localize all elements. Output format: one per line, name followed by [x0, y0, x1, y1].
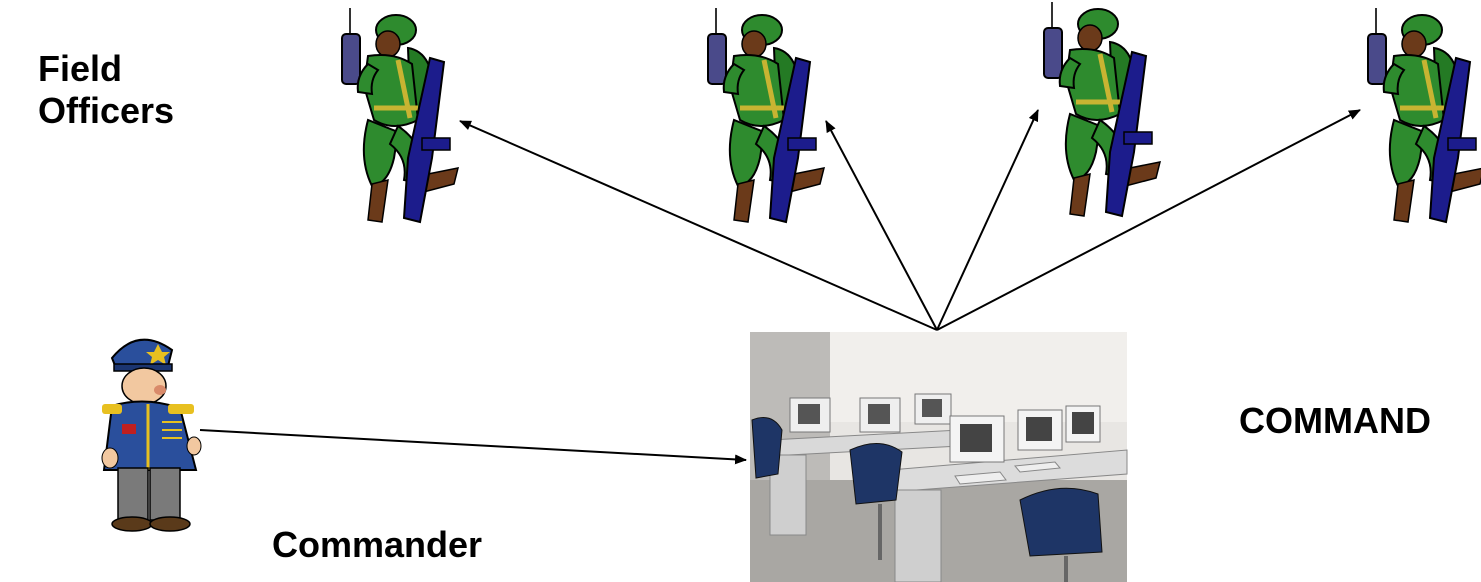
arrow-to-officer-2	[825, 120, 938, 331]
field-officers-label: Field Officers	[38, 48, 175, 131]
computer-lab-photo	[750, 332, 1128, 582]
arrow-to-officer-3	[936, 109, 1039, 331]
soldier-icon	[342, 8, 458, 222]
general-icon	[101, 338, 202, 532]
arrow-to-officer-1	[459, 120, 938, 331]
arrow-to-officer-4	[936, 109, 1361, 331]
arrow-commander-to-center	[199, 429, 747, 465]
broadcast-arrows	[199, 109, 1361, 465]
soldier-icon	[1368, 8, 1481, 222]
soldier-icon	[708, 8, 824, 222]
soldier-icon	[1044, 2, 1160, 216]
commander-label: Commander	[272, 524, 483, 565]
command-center-label: COMMAND	[1239, 400, 1431, 441]
